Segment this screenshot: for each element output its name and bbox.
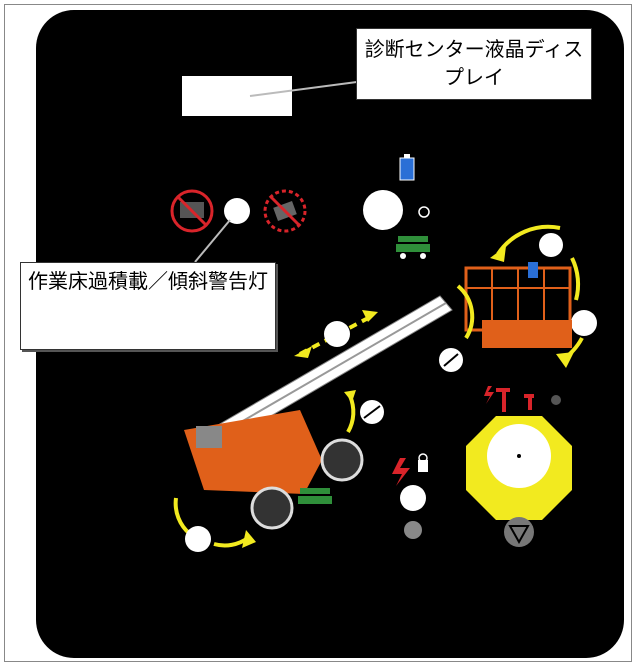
jib-arrow-head-bottom: [556, 352, 574, 368]
lcd-display-callout: 診断センター液晶ディスプレイ: [356, 28, 592, 100]
key-switch-button[interactable]: [400, 485, 426, 511]
engine-start-icon: [404, 521, 422, 539]
emergency-stop-symbol: [504, 517, 534, 547]
lamp-callout-leader: [194, 219, 231, 263]
turntable-arrow-head: [242, 530, 256, 548]
status-lamp-icons: [484, 386, 561, 412]
drive-enable-button[interactable]: [363, 190, 403, 230]
platform-level-arrow: [456, 284, 475, 340]
overload-tilt-lamp-callout: 作業床過積載／傾斜警告灯: [20, 262, 276, 350]
drive-speed-icon: [396, 236, 430, 259]
machine-chassis: [184, 410, 364, 530]
key-switch-icon: [418, 453, 428, 472]
battery-icon: [399, 154, 415, 181]
turntable-rotate-button[interactable]: [185, 526, 211, 552]
overload-tilt-lamp[interactable]: [224, 198, 250, 224]
lcd-display: [182, 76, 292, 116]
jib-arrow-head-left: [490, 246, 506, 262]
lcd-callout-leader: [249, 79, 373, 97]
platform-rotate-button[interactable]: [571, 310, 597, 336]
no-overload-platform-icon: [170, 189, 214, 233]
boom-lift-arrow-head: [344, 390, 356, 402]
platform-basket: [464, 262, 572, 348]
emergency-stop-triangle: [508, 525, 530, 545]
chassis-drive-speed-icon: [298, 488, 332, 504]
jib-rotate-button[interactable]: [539, 233, 563, 257]
no-tilt-icon: [263, 189, 307, 233]
emergency-stop-icon[interactable]: [466, 416, 572, 520]
boom-extend-arrows-icon: [294, 310, 378, 358]
drive-speed-indicator: [418, 206, 430, 218]
power-on-icon: [392, 458, 410, 486]
boom-lift-arrow: [346, 395, 356, 433]
boom-extend-button[interactable]: [324, 321, 350, 347]
